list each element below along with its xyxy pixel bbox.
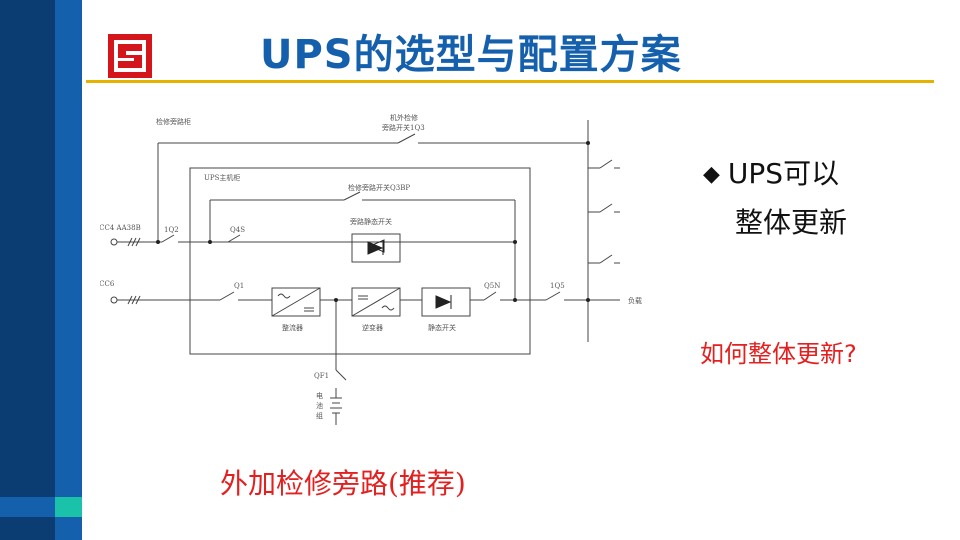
ups-wiring-diagram: 检修旁路柜 机外检修 旁路开关1Q3 UPS主机柜 检修旁路开关Q3BP 旁路静… [100,113,642,425]
label-qf1: QF1 [314,372,329,380]
label-sw-q5n: Q5N [484,282,500,290]
label-battery-1: 电 [316,391,323,400]
label-maint-bypass-cabinet: 检修旁路柜 [156,117,191,126]
label-sw-q1: Q1 [234,282,244,290]
label-input-2: MCC6 [100,280,115,288]
title-underline [86,80,934,83]
left-light-band [55,0,82,540]
label-ups-main-cabinet: UPS主机柜 [204,173,240,182]
left-bottom-accent [0,497,55,517]
bullet-line-1: UPS可以 [727,157,840,190]
label-sw-1q2: 1Q2 [164,226,179,234]
label-inverter: 逆变器 [362,323,383,332]
label-ext-switch-2: 旁路开关1Q3 [382,123,425,132]
label-int-bypass-switch: 检修旁路开关Q3BP [348,183,410,192]
bullet-line-2: 整体更新 [735,206,848,239]
label-ext-switch-1: 机外检修 [390,113,418,122]
company-logo [108,34,152,78]
label-static-switch: 静态开关 [428,323,456,332]
bullet-point: ◆ UPS可以 整体更新 [703,150,847,247]
label-battery-2: 池 [316,401,323,410]
label-bypass-static-switch: 旁路静态开关 [350,217,392,226]
label-battery-3: 组 [316,411,323,420]
slide-title: UPS的选型与配置方案 [260,32,682,78]
label-sw-1q5: 1Q5 [550,282,565,290]
label-sw-q4s: Q4S [230,226,245,234]
label-load: 负载 [628,296,642,305]
left-teal-accent [55,497,82,517]
label-rectifier: 整流器 [282,323,303,332]
diagram-caption: 外加检修旁路(推荐) [220,467,466,500]
question-text: 如何整体更新? [700,340,857,368]
left-dark-band [0,0,55,540]
label-input-1: MCC4 AA38B [100,224,141,232]
diamond-bullet-icon: ◆ [703,162,720,187]
